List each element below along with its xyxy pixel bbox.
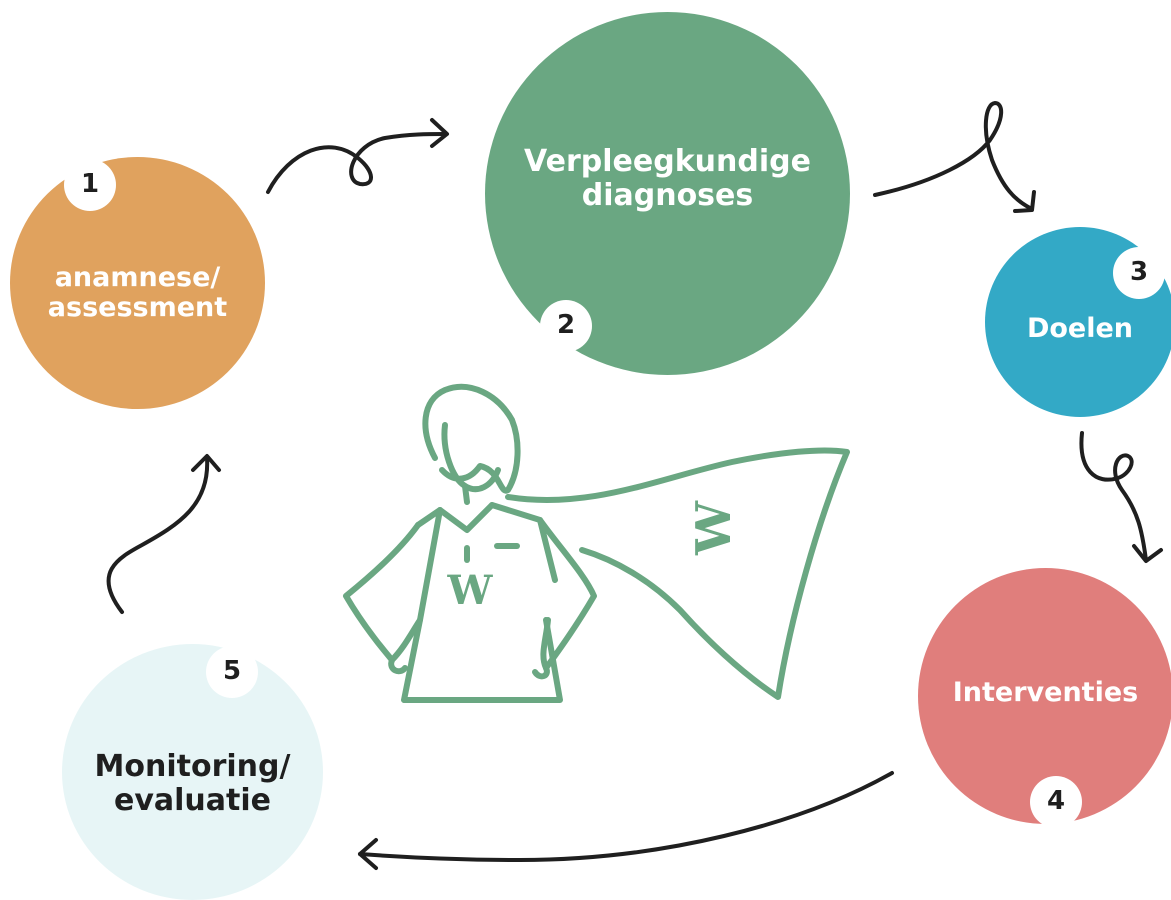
arrow-3-to-4 — [1079, 431, 1148, 562]
step-monitoring-evaluatie: 5 Monitoring/ evaluatie — [62, 644, 323, 900]
hand-left — [388, 657, 408, 675]
step-anamnese-assessment: 1 anamnese/ assessment — [10, 157, 265, 409]
step-label: Monitoring/ evaluatie — [94, 749, 291, 818]
arrow-5-to-1 — [106, 456, 210, 614]
arm-left — [343, 522, 423, 663]
step-verpleegkundige-diagnoses: 2 Verpleegkundige diagnoses — [485, 12, 850, 375]
step-number-badge: 5 — [206, 646, 258, 698]
arm-right — [537, 517, 597, 671]
head — [422, 383, 521, 494]
step-number-badge: 4 — [1030, 776, 1082, 828]
step-number-badge: 1 — [64, 159, 116, 211]
step-label: Verpleegkundige diagnoses — [524, 143, 811, 213]
step-number-badge: 2 — [540, 300, 592, 352]
arrow-2-to-3 — [873, 101, 1032, 210]
arrow-3-to-4-head — [1132, 544, 1163, 563]
arrow-1-to-2 — [266, 132, 447, 194]
neck — [462, 483, 470, 505]
arrow-5-to-1-head — [191, 454, 221, 472]
collar — [437, 502, 495, 533]
arrow-2-to-3-head — [1013, 190, 1036, 213]
step-interventies: 4 Interventies — [918, 568, 1171, 828]
step-label: Doelen — [1026, 312, 1134, 344]
step-label: Interventies — [952, 676, 1139, 708]
torso-right — [489, 502, 558, 583]
torso-left — [401, 507, 563, 703]
uniform-logo: W — [447, 567, 494, 614]
step-doelen: 3 Doelen — [985, 227, 1171, 417]
hand-right — [532, 665, 550, 680]
arrow-4-to-5 — [358, 771, 894, 862]
step-number-badge: 3 — [1113, 247, 1165, 299]
arrow-4-to-5-head — [358, 838, 378, 870]
cape-logo: W — [686, 500, 742, 556]
step-label: anamnese/ assessment — [47, 261, 228, 323]
cape — [505, 447, 850, 700]
arrow-1-to-2-head — [430, 118, 449, 148]
